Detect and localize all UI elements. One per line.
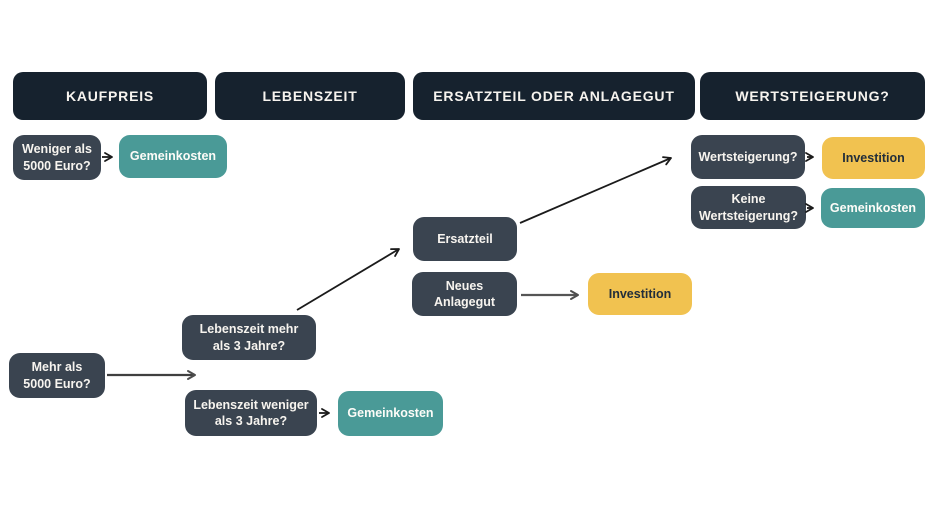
node-neues-anlagegut: Neues Anlagegut bbox=[412, 272, 517, 316]
header-ersatzteil-oder-anlagegut: ERSATZTEIL ODER ANLAGEGUT bbox=[413, 72, 695, 120]
node-gemeinkosten-wertsteigerung: Gemeinkosten bbox=[821, 188, 925, 228]
node-gemeinkosten-kaufpreis: Gemeinkosten bbox=[119, 135, 227, 178]
header-wertsteigerung: WERTSTEIGERUNG? bbox=[700, 72, 925, 120]
arrow-lebenszeit-mehr-to-ersatzteil bbox=[296, 248, 400, 311]
node-mehr-als-5000-euro: Mehr als 5000 Euro? bbox=[9, 353, 105, 398]
node-lebenszeit-mehr-als-3-jahre: Lebenszeit mehr als 3 Jahre? bbox=[182, 315, 316, 360]
node-investition-anlagegut: Investition bbox=[588, 273, 692, 315]
node-wertsteigerung-frage: Wertsteigerung? bbox=[691, 135, 805, 179]
header-kaufpreis: KAUFPREIS bbox=[13, 72, 207, 120]
node-weniger-als-5000-euro: Weniger als 5000 Euro? bbox=[13, 135, 101, 180]
header-lebenszeit: LEBENSZEIT bbox=[215, 72, 405, 120]
node-investition-wertsteigerung: Investition bbox=[822, 137, 925, 179]
node-ersatzteil: Ersatzteil bbox=[413, 217, 517, 261]
node-keine-wertsteigerung: Keine Wertsteigerung? bbox=[691, 186, 806, 229]
arrow-ersatzteil-to-wertsteigerung bbox=[519, 156, 672, 224]
node-lebenszeit-weniger-als-3-jahre: Lebenszeit weniger als 3 Jahre? bbox=[185, 390, 317, 436]
node-gemeinkosten-lebenszeit: Gemeinkosten bbox=[338, 391, 443, 436]
